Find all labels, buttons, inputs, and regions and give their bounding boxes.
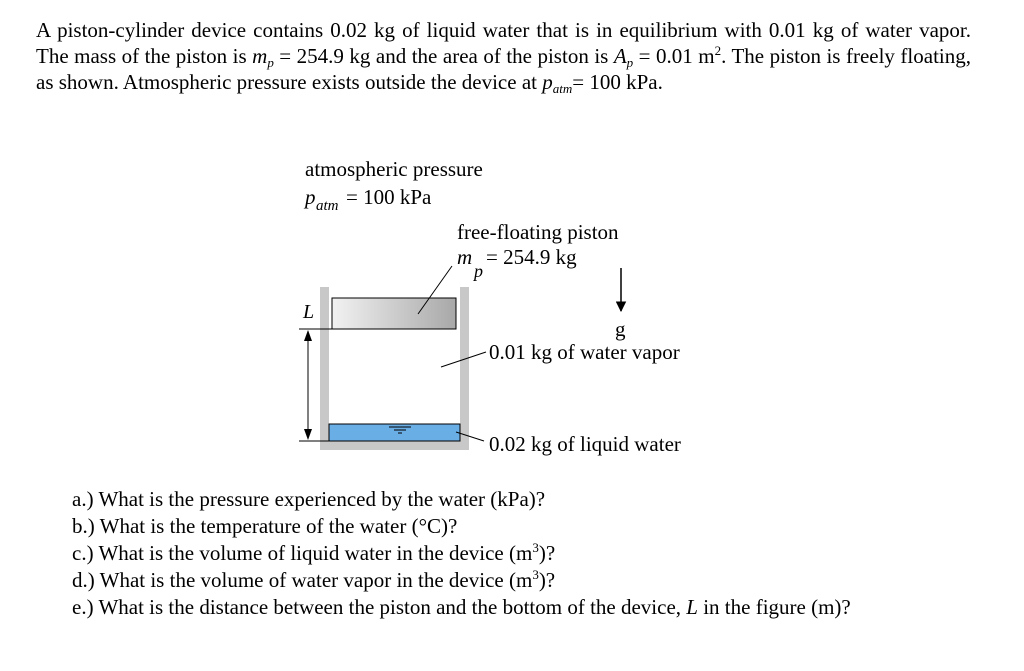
question-b: b.) What is the temperature of the water… [72,514,458,538]
cylinder-right-wall [460,287,469,450]
patm-value: = 100 kPa [346,185,432,209]
cylinder-base [320,441,469,450]
question-list: a.) What is the pressure experienced by … [72,486,851,621]
piston-label: free-floating piston [457,220,619,244]
piston [331,297,457,330]
cylinder-left-wall [320,287,329,450]
gravity-label: g [615,317,626,341]
L-arrow-top [304,330,312,341]
mp-symbol: m [457,245,472,269]
vapor-leader-line [440,351,487,368]
question-c: c.) What is the volume of liquid water i… [72,540,556,565]
mp-value: = 254.9 kg [486,245,577,269]
liquid-leader-line [455,431,485,442]
patm-symbol: p [303,185,316,209]
question-e: e.) What is the distance between the pis… [72,595,851,619]
problem-statement: A piston-cylinder device contains 0.02 k… [36,18,971,96]
piston-leader-line [417,265,453,315]
L-label: L [302,301,314,323]
question-a: a.) What is the pressure experienced by … [72,487,546,511]
liquid-water [328,423,461,442]
water-surface-symbol [389,426,411,434]
question-d: d.) What is the volume of water vapor in… [72,567,556,592]
atm-pressure-label: atmospheric pressure [305,157,483,181]
L-arrow-bottom [304,429,312,440]
vapor-label: 0.01 kg of water vapor [489,340,680,364]
mp-subscript: p [472,261,483,281]
liquid-label: 0.02 kg of liquid water [489,432,681,456]
patm-subscript: atm [316,198,339,214]
